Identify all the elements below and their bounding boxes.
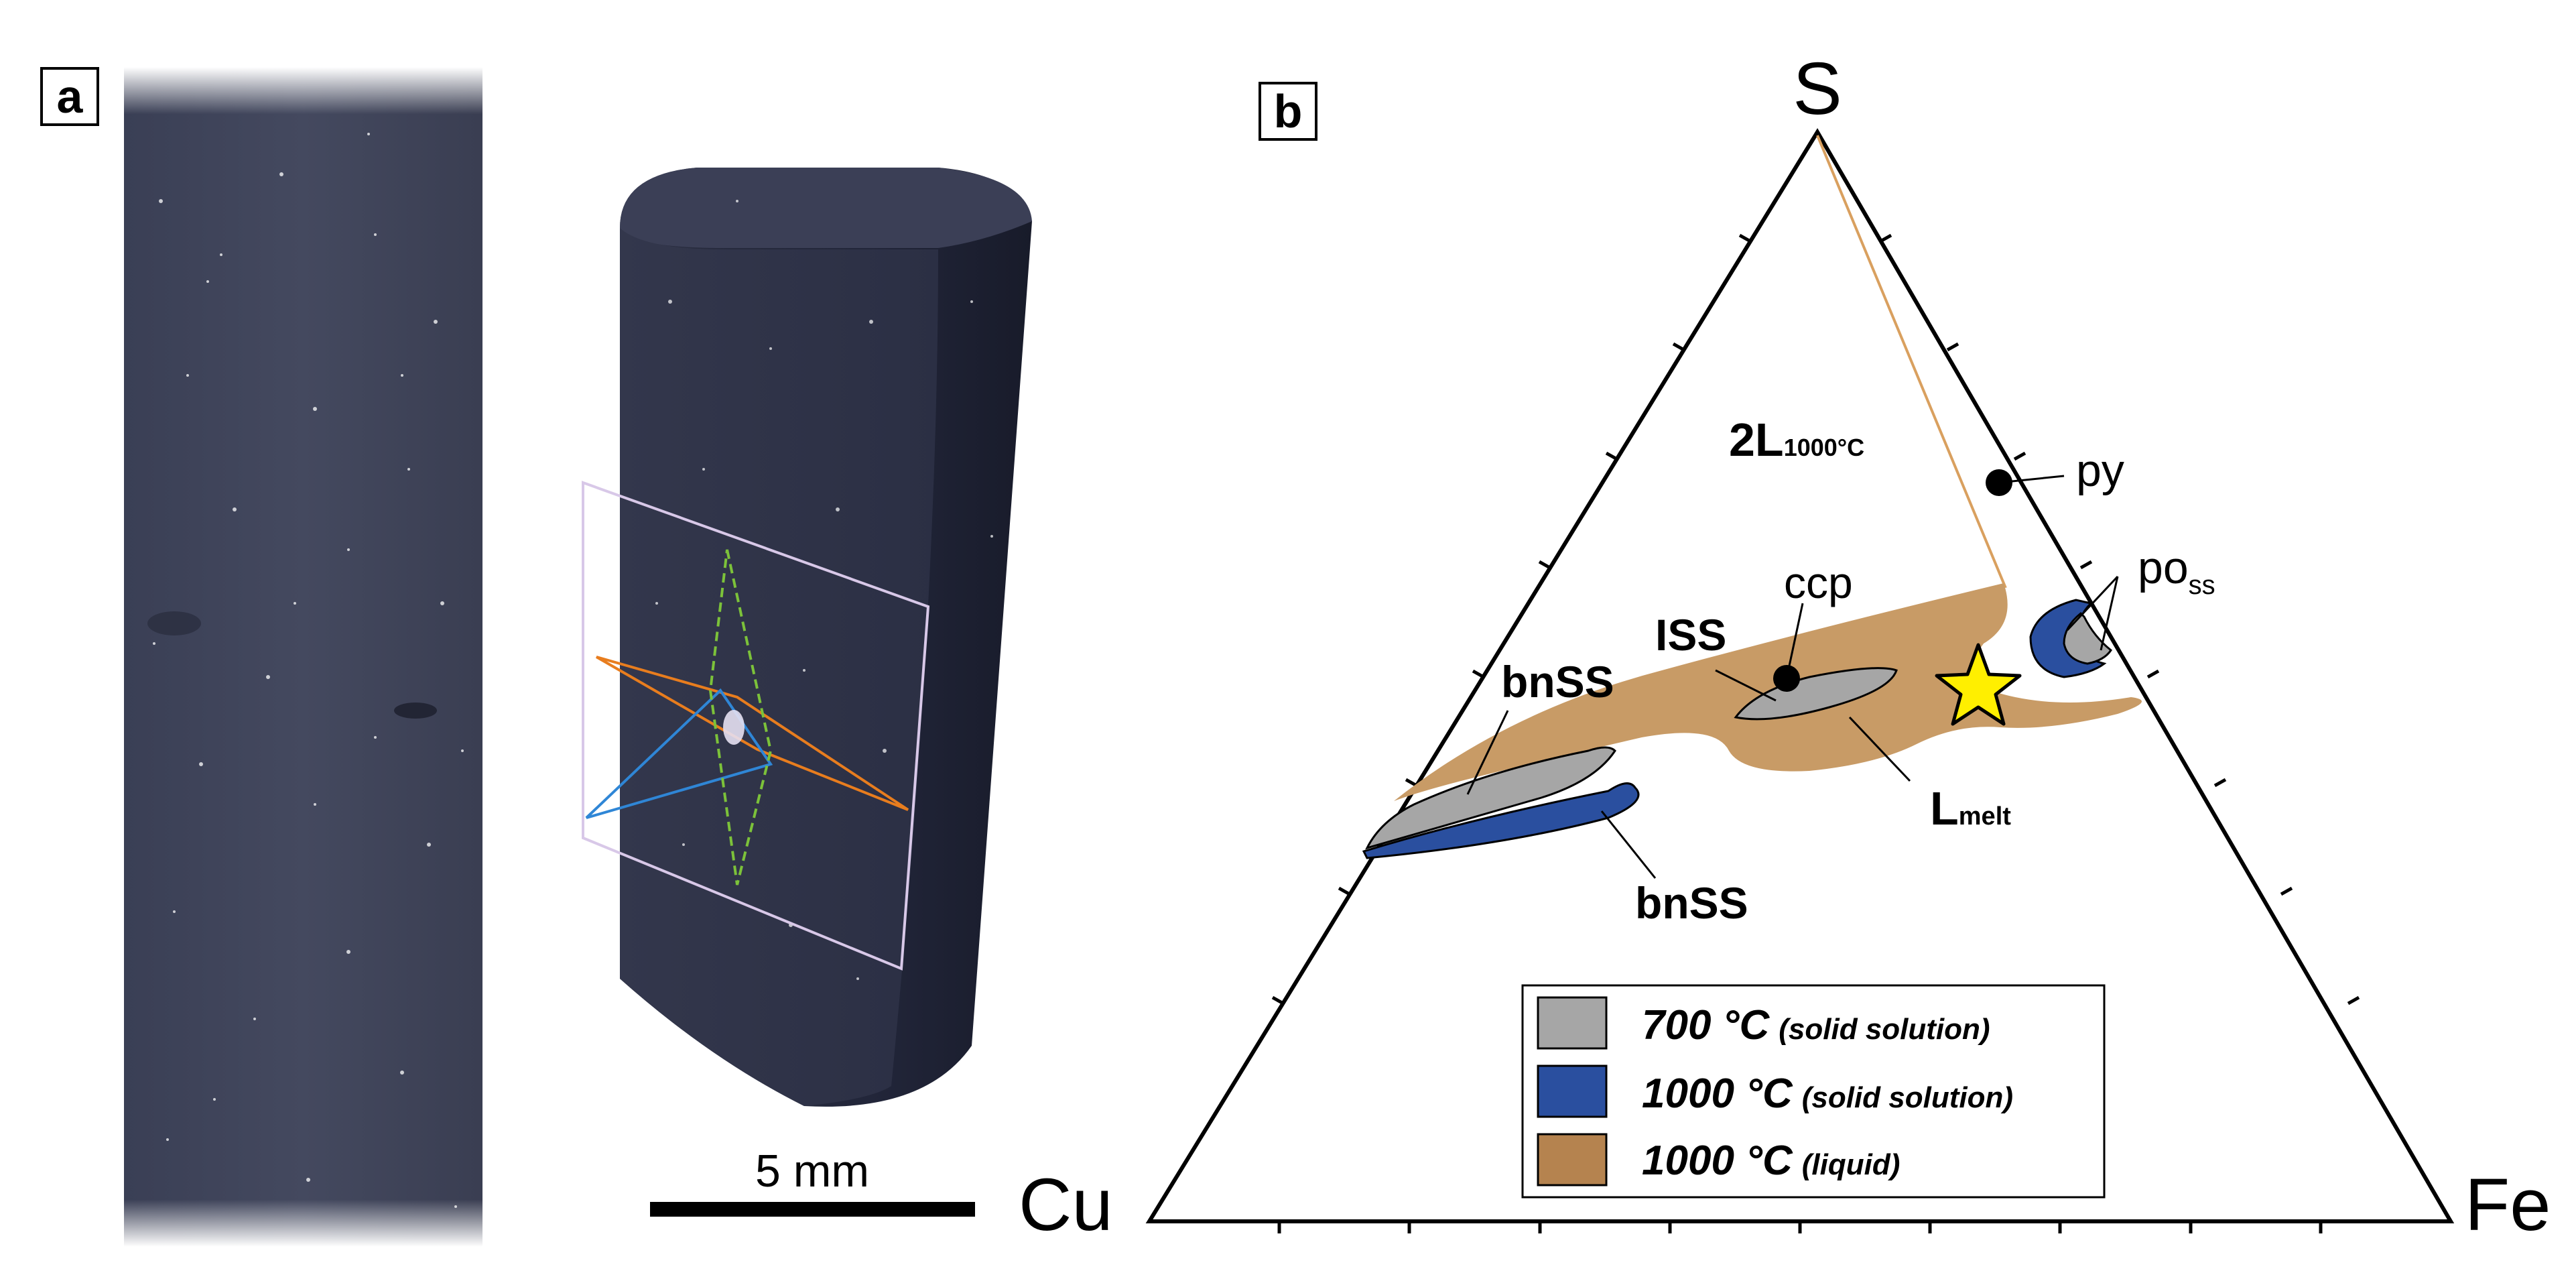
core-inclusion [394, 703, 437, 719]
ternary-ticks [1271, 233, 2360, 1233]
legend-entry-1000c-solid: 1000 °C(solid solution) [1642, 1071, 2013, 1117]
bnss-lower-label: bnSS [1635, 878, 1748, 928]
legend-swatch-1000c-liquid [1537, 1133, 1608, 1186]
iss-label: ISS [1655, 610, 1726, 660]
composition-star [1935, 643, 2022, 726]
ccp-label: ccp [1784, 558, 1853, 607]
bnss-field-700c [1365, 746, 1616, 850]
legend-swatch-700c-solid [1537, 996, 1608, 1050]
legend-swatch-1000c-solid [1537, 1064, 1608, 1118]
core-inclusion [147, 611, 201, 635]
legend-box [1521, 984, 2106, 1199]
legend: 700 °C(solid solution) 1000 °C(solid sol… [1521, 984, 2106, 1199]
py-label: py [2076, 445, 2124, 496]
core-photo-fade [124, 67, 482, 1247]
panel-a: 5 mm [124, 67, 1032, 1247]
vertex-s-label: S [1793, 48, 1842, 130]
bnss-upper-label: bnSS [1501, 657, 1614, 707]
panel-b-label: b [1259, 82, 1317, 141]
po-label: poss [2138, 542, 2215, 600]
lmelt-label: Lmelt [1930, 782, 2011, 835]
scale-bar [650, 1202, 975, 1217]
core-speckles [153, 133, 464, 1208]
panel-b: S Cu Fe 2L1000°C py poss ccp ISS bnSS bn… [1019, 48, 2551, 1246]
bnss-field-1000c [1362, 782, 1640, 859]
vertex-cu-label: Cu [1019, 1164, 1113, 1246]
leader-lines [1466, 475, 2119, 879]
vertex-fe-label: Fe [2465, 1164, 2551, 1246]
legend-entry-1000c-liquid: 1000 °C(liquid) [1642, 1138, 1900, 1184]
two-liquid-label: 2L1000°C [1729, 414, 1864, 466]
poss-field-700c [2063, 611, 2113, 665]
scale-bar-label: 5 mm [755, 1146, 869, 1197]
tie-line [1816, 135, 2007, 605]
legend-entry-700c-solid: 700 °C(solid solution) [1642, 1002, 1990, 1048]
panel-a-label: a [40, 67, 99, 126]
cylinder-render [582, 168, 1032, 1107]
